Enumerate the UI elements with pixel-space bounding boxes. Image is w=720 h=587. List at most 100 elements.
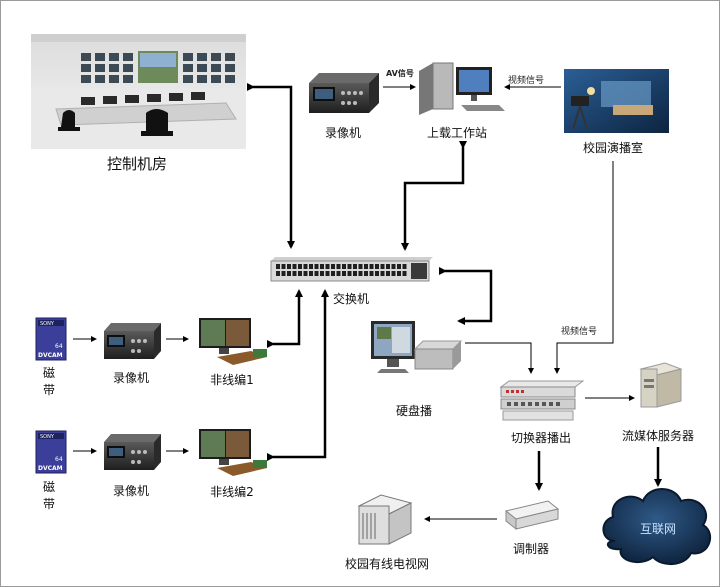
switch-port xyxy=(287,271,291,276)
tape-1-number: 64 xyxy=(55,343,63,350)
arrow-nle2-switch xyxy=(267,289,329,461)
switch-port xyxy=(369,264,374,269)
tape-1-label-line1: 磁 xyxy=(43,365,55,380)
tape-1-label-line2: 带 xyxy=(43,383,55,397)
internet-label: 互联网 xyxy=(640,522,676,536)
recorder-top-label: 录像机 xyxy=(325,126,361,140)
switch-label: 交换机 xyxy=(333,291,369,306)
recorder-top-image xyxy=(309,73,379,113)
switch-port xyxy=(347,271,352,276)
switch-port xyxy=(325,271,330,276)
switcher-label: 切换器播出 xyxy=(511,431,571,445)
network-switch-image xyxy=(270,257,433,282)
switch-port xyxy=(309,271,313,276)
tape-2-brand: SONY xyxy=(40,434,55,440)
switch-port xyxy=(386,264,390,269)
switch-port xyxy=(358,264,363,269)
arrow-disk-switcher xyxy=(465,342,534,374)
switch-port xyxy=(336,271,341,276)
switch-port xyxy=(276,264,280,269)
switch-port xyxy=(325,264,330,269)
nle-1-label: 非线编1 xyxy=(210,372,254,387)
internet-cloud-image: 互联网 xyxy=(602,488,712,565)
switch-port xyxy=(391,271,396,276)
tape-2-label-line1: 磁 xyxy=(43,479,55,494)
switch-port xyxy=(380,264,385,269)
switch-port xyxy=(353,271,357,276)
studio-label: 校园演播室 xyxy=(583,140,643,155)
nle-2-image xyxy=(199,429,267,476)
switch-port xyxy=(364,264,368,269)
control-room-image xyxy=(31,34,246,149)
switch-port xyxy=(380,271,385,276)
catv-label: 校园有线电视网 xyxy=(345,556,429,571)
switch-port xyxy=(364,271,368,276)
switch-port xyxy=(402,271,407,276)
tape-1-image: SONY DVCAM 64 xyxy=(35,317,67,361)
modulator-image xyxy=(504,500,560,531)
disk-player-image xyxy=(371,321,463,373)
switch-port xyxy=(287,264,291,269)
switch-port xyxy=(331,271,335,276)
recorder-2-label: 录像机 xyxy=(113,484,149,498)
switch-port xyxy=(358,271,363,276)
streaming-server-label: 流媒体服务器 xyxy=(622,428,694,443)
recorder-1-label: 录像机 xyxy=(113,371,149,385)
studio-image xyxy=(564,69,669,133)
switch-port xyxy=(320,264,324,269)
switch-port xyxy=(402,264,407,269)
tape-2-image: SONY DVCAM 64 xyxy=(35,430,67,474)
arrow-control-switch xyxy=(247,83,295,249)
switch-port xyxy=(391,264,396,269)
switcher-image xyxy=(499,380,585,421)
modulator-label: 调制器 xyxy=(513,542,549,556)
switch-port xyxy=(292,271,297,276)
streaming-server-image xyxy=(639,362,683,408)
switch-port xyxy=(342,264,346,269)
switch-port xyxy=(314,271,319,276)
arrow-ws-switch xyxy=(401,141,467,251)
video-signal-top-label: 视频信号 xyxy=(508,74,544,86)
switch-port xyxy=(342,271,346,276)
switch-port xyxy=(347,264,352,269)
switch-port xyxy=(281,264,286,269)
switch-port xyxy=(397,264,401,269)
tape-1-brand: SONY xyxy=(40,321,55,327)
nle-1-image xyxy=(199,318,267,365)
switch-port xyxy=(375,271,379,276)
switch-port xyxy=(281,271,286,276)
tape-2-label-line2: 带 xyxy=(43,497,55,511)
switch-port xyxy=(303,271,308,276)
nle-2-label: 非线编2 xyxy=(210,484,254,499)
video-signal-right-label: 视频信号 xyxy=(561,325,597,337)
recorder-2-image xyxy=(104,434,161,470)
switch-port xyxy=(353,264,357,269)
connectors xyxy=(73,83,662,522)
arrow-switch-disk xyxy=(439,267,493,325)
tape-2-format: DVCAM xyxy=(38,465,63,472)
switch-port xyxy=(331,264,335,269)
tape-2-number: 64 xyxy=(55,456,63,463)
switch-port xyxy=(320,271,324,276)
switch-port xyxy=(298,271,302,276)
switch-port xyxy=(397,271,401,276)
upload-workstation-label: 上载工作站 xyxy=(427,126,487,140)
switch-port xyxy=(369,271,374,276)
switch-port xyxy=(314,264,319,269)
control-room-label: 控制机房 xyxy=(107,155,167,173)
switch-port xyxy=(298,264,302,269)
switch-port xyxy=(309,264,313,269)
switch-port xyxy=(336,264,341,269)
switch-port xyxy=(386,271,390,276)
switch-port xyxy=(375,264,379,269)
switch-port xyxy=(303,264,308,269)
arrow-nle1-switch xyxy=(267,289,303,348)
av-signal-label: AV信号 xyxy=(386,68,414,78)
upload-workstation-image xyxy=(419,62,505,115)
disk-player-label: 硬盘播 xyxy=(396,403,432,418)
recorder-1-image xyxy=(104,323,161,359)
switch-port xyxy=(292,264,297,269)
switch-port xyxy=(276,271,280,276)
